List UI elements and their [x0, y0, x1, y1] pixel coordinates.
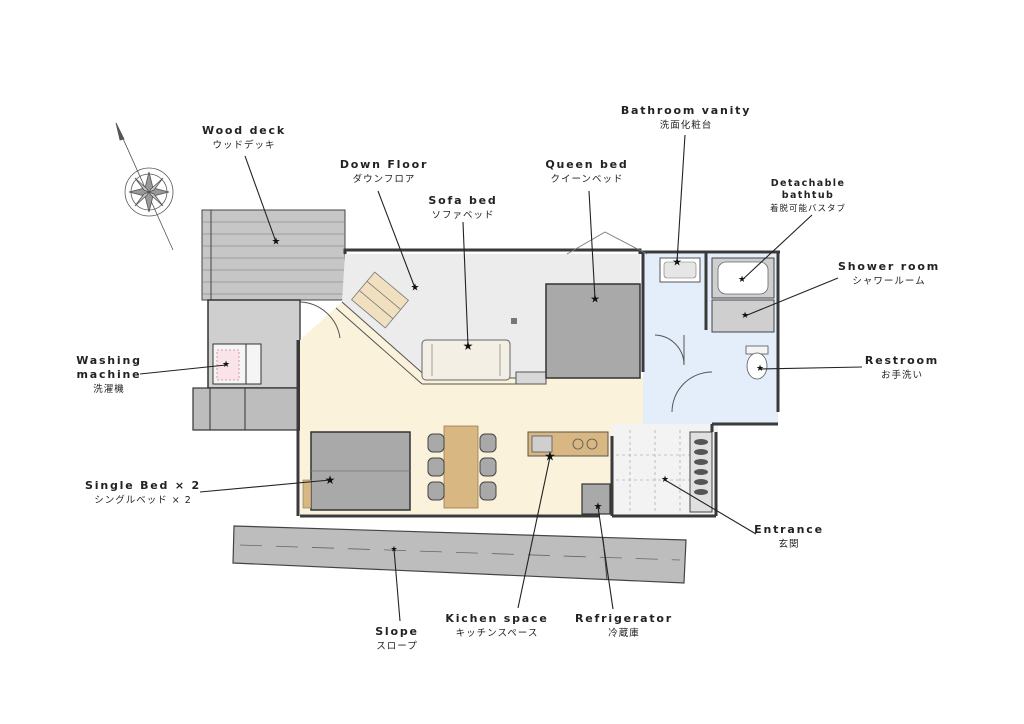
label-kitchen-space: Kichen space キッチンスペース [445, 612, 548, 640]
star-marker: ★ [756, 364, 764, 374]
walls [296, 248, 780, 518]
label-refrigerator: Refrigerator 冷蔵庫 [575, 612, 673, 640]
label-jp: お手洗い [880, 370, 924, 381]
label-shower-room: Shower room シャワールーム [838, 260, 940, 288]
label-queen-bed: Queen bed クイーンベッド [545, 158, 628, 186]
utility-block [192, 299, 301, 431]
star-marker: ★ [672, 256, 682, 269]
label-detachable-bathtub: Detachable bathtub 着脱可能バスタブ [770, 178, 846, 216]
label-en: Refrigerator [575, 612, 673, 625]
label-jp: クイーンベッド [550, 174, 624, 185]
label-en-line1: Washing [76, 354, 142, 367]
label-en: Shower room [838, 260, 940, 273]
label-entrance: Entrance 玄関 [754, 523, 824, 551]
label-en: Wood deck [202, 124, 286, 137]
shower-tray [711, 299, 775, 333]
label-en-line2: bathtub [781, 190, 835, 201]
star-marker: ★ [272, 237, 281, 248]
label-washing-machine: Washing machine 洗濯機 [76, 354, 142, 396]
kitchen-counter [527, 431, 609, 457]
door-swings [299, 301, 713, 413]
label-jp: 冷蔵庫 [608, 628, 640, 639]
label-jp: シャワールーム [852, 276, 926, 287]
small-box [511, 318, 517, 324]
star-marker: ★ [325, 473, 336, 487]
star-marker: ★ [390, 545, 397, 554]
label-en: Bathroom vanity [620, 104, 752, 117]
refrigerator-unit [581, 483, 611, 515]
star-markers: ★ ★ ★ ★ ★ ★ ★ ★ ★ ★ ★ ★ ★ ★ [222, 237, 764, 554]
star-marker: ★ [661, 475, 669, 485]
label-jp: ウッドデッキ [212, 140, 276, 151]
living-floor-area [300, 302, 780, 514]
label-en-line1: Detachable [770, 178, 846, 189]
compass-icon [115, 122, 174, 251]
label-jp: ソファベッド [431, 210, 495, 221]
label-jp: 洗濯機 [93, 384, 125, 395]
label-en: Down Floor [339, 158, 429, 171]
label-slope: Slope スロープ [375, 625, 419, 653]
single-beds [302, 431, 411, 511]
label-restroom: Restroom お手洗い [865, 354, 939, 382]
label-jp: スロープ [376, 641, 418, 652]
star-marker: ★ [544, 450, 556, 465]
sofa-bed [421, 339, 511, 381]
dining-set [427, 425, 497, 509]
label-jp: キッチンスペース [455, 628, 539, 639]
bathroom-vanity [659, 257, 701, 283]
label-en: Slope [375, 625, 419, 638]
label-en: Queen bed [545, 158, 629, 171]
label-en: Kichen space [445, 612, 549, 625]
label-en: Sofa bed [428, 194, 498, 207]
label-en-line2: machine [76, 368, 142, 381]
shoe-rack [689, 431, 713, 513]
label-en: Entrance [754, 523, 824, 536]
label-jp: 洗面化粧台 [659, 120, 713, 131]
star-marker: ★ [590, 293, 600, 306]
label-jp: 着脱可能バスタブ [769, 204, 847, 214]
star-marker: ★ [463, 339, 474, 353]
label-single-bed: Single Bed × 2 シングルベッド × 2 [85, 479, 201, 507]
down-floor-steps [335, 301, 547, 385]
toilet [745, 345, 769, 380]
label-jp: 玄関 [778, 539, 800, 550]
roof-line [566, 231, 648, 255]
label-wood-deck: Wood deck ウッドデッキ [202, 124, 286, 152]
wood-deck [201, 209, 346, 301]
label-bathroom-vanity: Bathroom vanity 洗面化粧台 [621, 104, 751, 132]
star-marker: ★ [411, 283, 420, 294]
star-marker: ★ [222, 360, 230, 370]
label-jp: ダウンフロア [352, 174, 416, 185]
label-down-floor: Down Floor ダウンフロア [340, 158, 428, 186]
label-en: Single Bed × 2 [85, 479, 201, 492]
star-marker: ★ [741, 311, 749, 321]
slope-ramp [232, 525, 687, 584]
floor-cushions [351, 271, 409, 329]
entrance-tiles [616, 430, 690, 512]
label-sofa-bed: Sofa bed ソファベッド [428, 194, 497, 222]
star-marker: ★ [738, 275, 746, 285]
bathtub [711, 257, 775, 299]
queen-bed [545, 283, 641, 379]
star-marker: ★ [594, 502, 603, 513]
label-en: Restroom [864, 354, 940, 367]
leader-lines [139, 134, 863, 622]
label-jp: シングルベッド × 2 [94, 495, 192, 506]
